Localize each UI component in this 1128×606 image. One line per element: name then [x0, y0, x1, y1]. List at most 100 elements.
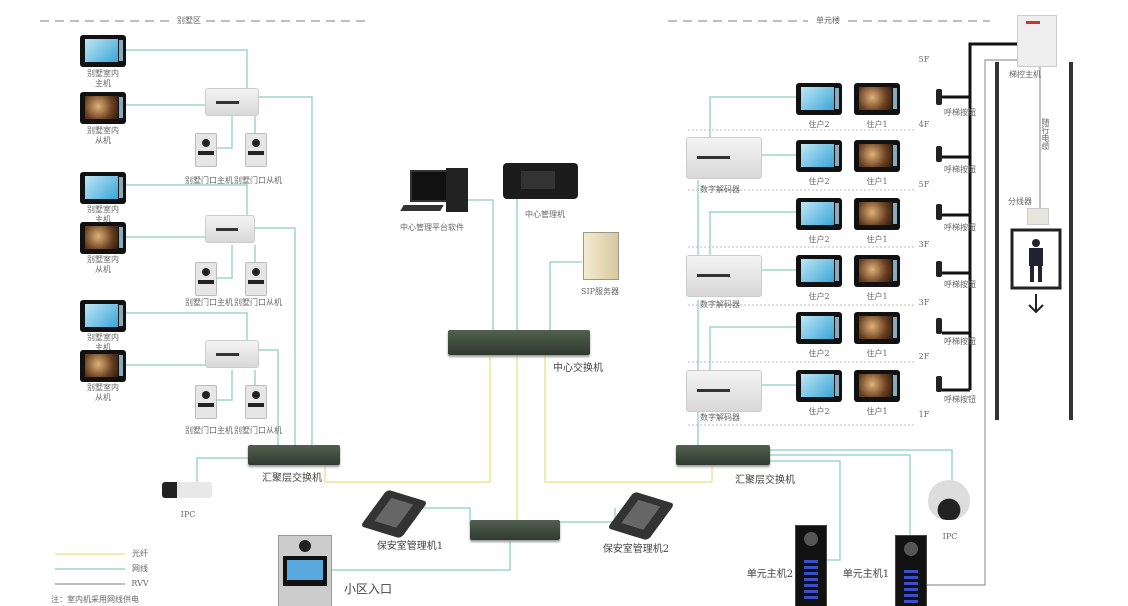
legend-label: 光纤	[132, 549, 148, 558]
villa-door-master	[195, 385, 217, 419]
villa-indoor-master-monitor	[80, 172, 126, 204]
floor-label-top: 5F	[918, 55, 930, 64]
rvv-cables	[55, 59, 1041, 586]
resident-2-monitor	[796, 140, 842, 172]
label: 梯控主机	[1009, 70, 1041, 79]
floor-label: 1F	[918, 410, 930, 419]
pc-monitor-icon	[410, 170, 448, 202]
label: 别墅室内主机	[87, 205, 119, 224]
label: 数字解码器	[700, 185, 740, 194]
legend-label: RVV	[131, 579, 149, 588]
label: 住户2	[808, 407, 830, 416]
label: 汇聚层交换机	[735, 475, 795, 486]
call-button-icon	[936, 89, 942, 105]
pc-tower-icon	[446, 168, 468, 212]
label: 别墅室内从机	[87, 255, 119, 274]
fiber-cables	[324, 355, 713, 520]
villa-indoor-master-monitor	[80, 300, 126, 332]
villa-door-master	[195, 133, 217, 167]
villa-door-slave	[245, 385, 267, 419]
dome-camera-icon	[928, 480, 970, 520]
center-manager-device	[503, 163, 578, 199]
call-button-icon	[936, 146, 942, 162]
digital-decoder	[686, 255, 762, 297]
resident-2-monitor	[796, 312, 842, 344]
label: 住户1	[866, 349, 888, 358]
down-arrow-icon	[1028, 294, 1044, 314]
label: 随行电缆	[1041, 118, 1050, 150]
zone-title-unit: 单元楼	[816, 16, 840, 25]
label: 住户2	[808, 349, 830, 358]
elevator-shaft	[995, 62, 1073, 420]
villa-indoor-slave-monitor	[80, 350, 126, 382]
floor-label: 5F	[918, 180, 930, 189]
splitter	[1027, 208, 1049, 225]
resident-2-monitor	[796, 370, 842, 402]
label: SIP服务器	[580, 287, 620, 296]
call-button-icon	[936, 261, 942, 277]
label: 别墅室内从机	[87, 383, 119, 402]
resident-1-monitor	[854, 198, 900, 230]
label: 别墅门口从机	[234, 176, 282, 185]
label: 呼梯按钮	[944, 280, 976, 289]
villa-door-master	[195, 262, 217, 296]
network-cables	[126, 49, 953, 571]
label: 呼梯按钮	[944, 108, 976, 117]
villa-door-slave	[245, 133, 267, 167]
label: 保安室管理机2	[602, 544, 670, 555]
resident-1-monitor	[854, 312, 900, 344]
resident-2-monitor	[796, 83, 842, 115]
label: 住户2	[808, 292, 830, 301]
label: 别墅室内主机	[87, 69, 119, 88]
label: IPC	[942, 532, 958, 541]
resident-2-monitor	[796, 255, 842, 287]
call-button-icon	[936, 318, 942, 334]
label: 中心交换机	[553, 363, 603, 374]
label: 呼梯按钮	[944, 165, 976, 174]
label: 住户1	[866, 177, 888, 186]
sip-server-icon	[583, 232, 619, 280]
label: 别墅门口从机	[234, 298, 282, 307]
label: 呼梯按钮	[944, 223, 976, 232]
unit-host-2	[795, 525, 827, 606]
label: 数字解码器	[700, 413, 740, 422]
label: 别墅室内主机	[87, 333, 119, 352]
core-switch	[448, 330, 590, 355]
label: 住户2	[808, 177, 830, 186]
villa-indoor-master-monitor	[80, 35, 126, 67]
label: 住户1	[866, 235, 888, 244]
aggregation-switch-left	[248, 445, 340, 465]
elevator-cab	[1010, 228, 1062, 314]
entrance-door-station	[278, 535, 332, 606]
label: 中心管理平台软件	[400, 223, 464, 232]
label: 保安室管理机1	[376, 541, 444, 552]
label: 住户1	[866, 407, 888, 416]
label: 别墅门口从机	[234, 426, 282, 435]
villa-indoor-slave-monitor	[80, 92, 126, 124]
keyboard-icon	[400, 205, 444, 211]
box-camera-icon	[162, 482, 212, 498]
label: 呼梯按钮	[944, 395, 976, 404]
label: 中心管理机	[525, 210, 565, 219]
label: 住户1	[866, 120, 888, 129]
label: 小区入口	[343, 582, 393, 596]
label: 别墅室内从机	[87, 126, 119, 145]
label: 住户2	[808, 235, 830, 244]
resident-1-monitor	[854, 370, 900, 402]
elevator-bus	[942, 42, 1017, 392]
label: 汇聚层交换机	[262, 473, 322, 484]
label: 呼梯按钮	[944, 337, 976, 346]
security-switch	[470, 520, 560, 540]
legend-lines	[55, 553, 125, 570]
call-button-icon	[936, 376, 942, 392]
resident-1-monitor	[854, 83, 900, 115]
legend-label: 网线	[132, 564, 148, 573]
label: 别墅门口主机	[185, 176, 233, 185]
floor-label: 4F	[918, 120, 930, 129]
villa-decoder	[205, 215, 255, 243]
label: 数字解码器	[700, 300, 740, 309]
floor-dividers	[688, 129, 915, 426]
digital-decoder	[686, 370, 762, 412]
label: 别墅门口主机	[185, 426, 233, 435]
